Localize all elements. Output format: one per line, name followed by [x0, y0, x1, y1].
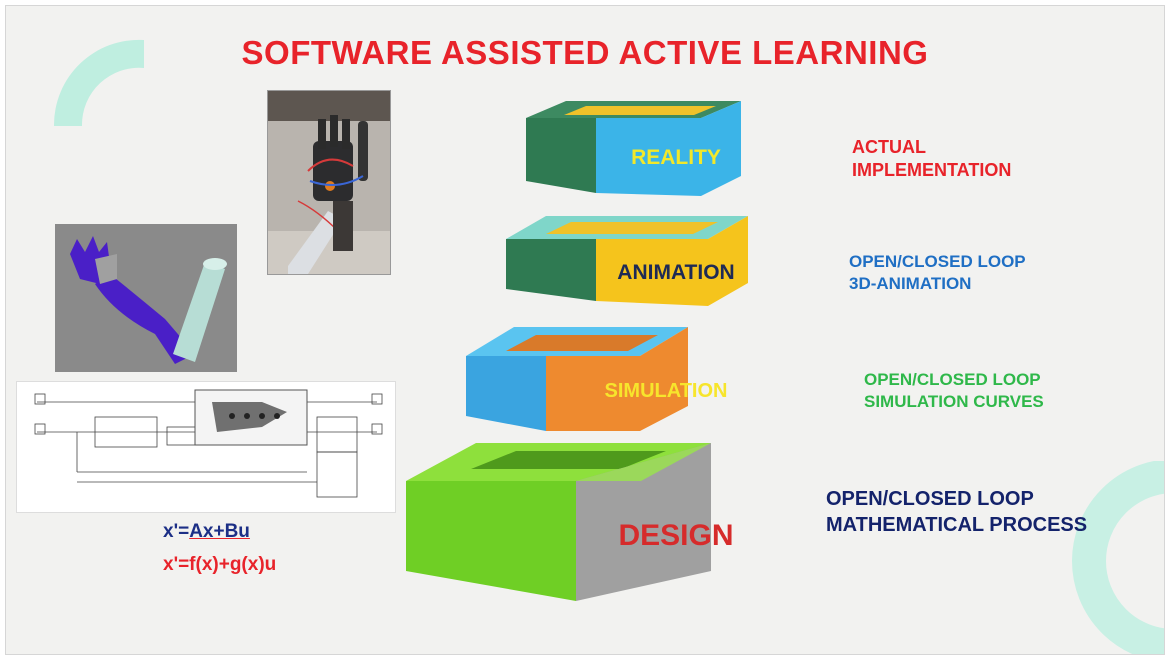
simulation-label-line2: SIMULATION CURVES: [864, 392, 1044, 412]
animation-label-line1: OPEN/CLOSED LOOP: [849, 252, 1026, 271]
nonlinear-equation: x'=f(x)+g(x)u: [163, 554, 277, 575]
simulation-text: SIMULATION: [604, 380, 728, 402]
animation-label-line2: 3D-ANIMATION: [849, 274, 972, 294]
animation-label: OPEN/CLOSED LOOP 3D-ANIMATION: [849, 251, 1026, 295]
slide-title: SOFTWARE ASSISTED ACTIVE LEARNING: [241, 34, 929, 71]
linear-equation-prefix: x'=: [163, 521, 190, 542]
linear-equation-body: Ax+Bu: [189, 521, 250, 542]
slide: SOFTWARE ASSISTED ACTIVE LEARNING: [5, 5, 1165, 655]
simulation-block: [466, 327, 688, 431]
robotic-hand-photo: [267, 90, 391, 275]
3d-arm-render: [55, 224, 237, 372]
simulation-label: OPEN/CLOSED LOOP SIMULATION CURVES: [864, 369, 1044, 413]
reality-label-line2: IMPLEMENTATION: [852, 160, 1012, 181]
reality-block: [526, 101, 741, 196]
reality-text: REALITY: [631, 146, 721, 169]
design-label-line1: OPEN/CLOSED LOOP: [826, 488, 1034, 510]
decorative-ring-bottom-right: [1072, 461, 1164, 654]
animation-text: ANIMATION: [617, 261, 735, 284]
design-label: OPEN/CLOSED LOOP MATHEMATICAL PROCESS: [826, 486, 1087, 538]
reality-label-line1: ACTUAL: [852, 137, 926, 157]
decorative-arc-top-left: [53, 39, 145, 126]
design-text: DESIGN: [618, 519, 734, 552]
block-diagram: [16, 381, 396, 513]
simulation-label-line1: OPEN/CLOSED LOOP: [864, 370, 1041, 389]
reality-label: ACTUAL IMPLEMENTATION: [852, 136, 1011, 183]
design-label-line2: MATHEMATICAL PROCESS: [826, 514, 1088, 536]
linear-equation: x'=Ax+Bu: [163, 521, 250, 543]
learning-pyramid: [406, 101, 748, 601]
animation-block: [506, 216, 748, 306]
design-block: [406, 443, 711, 601]
